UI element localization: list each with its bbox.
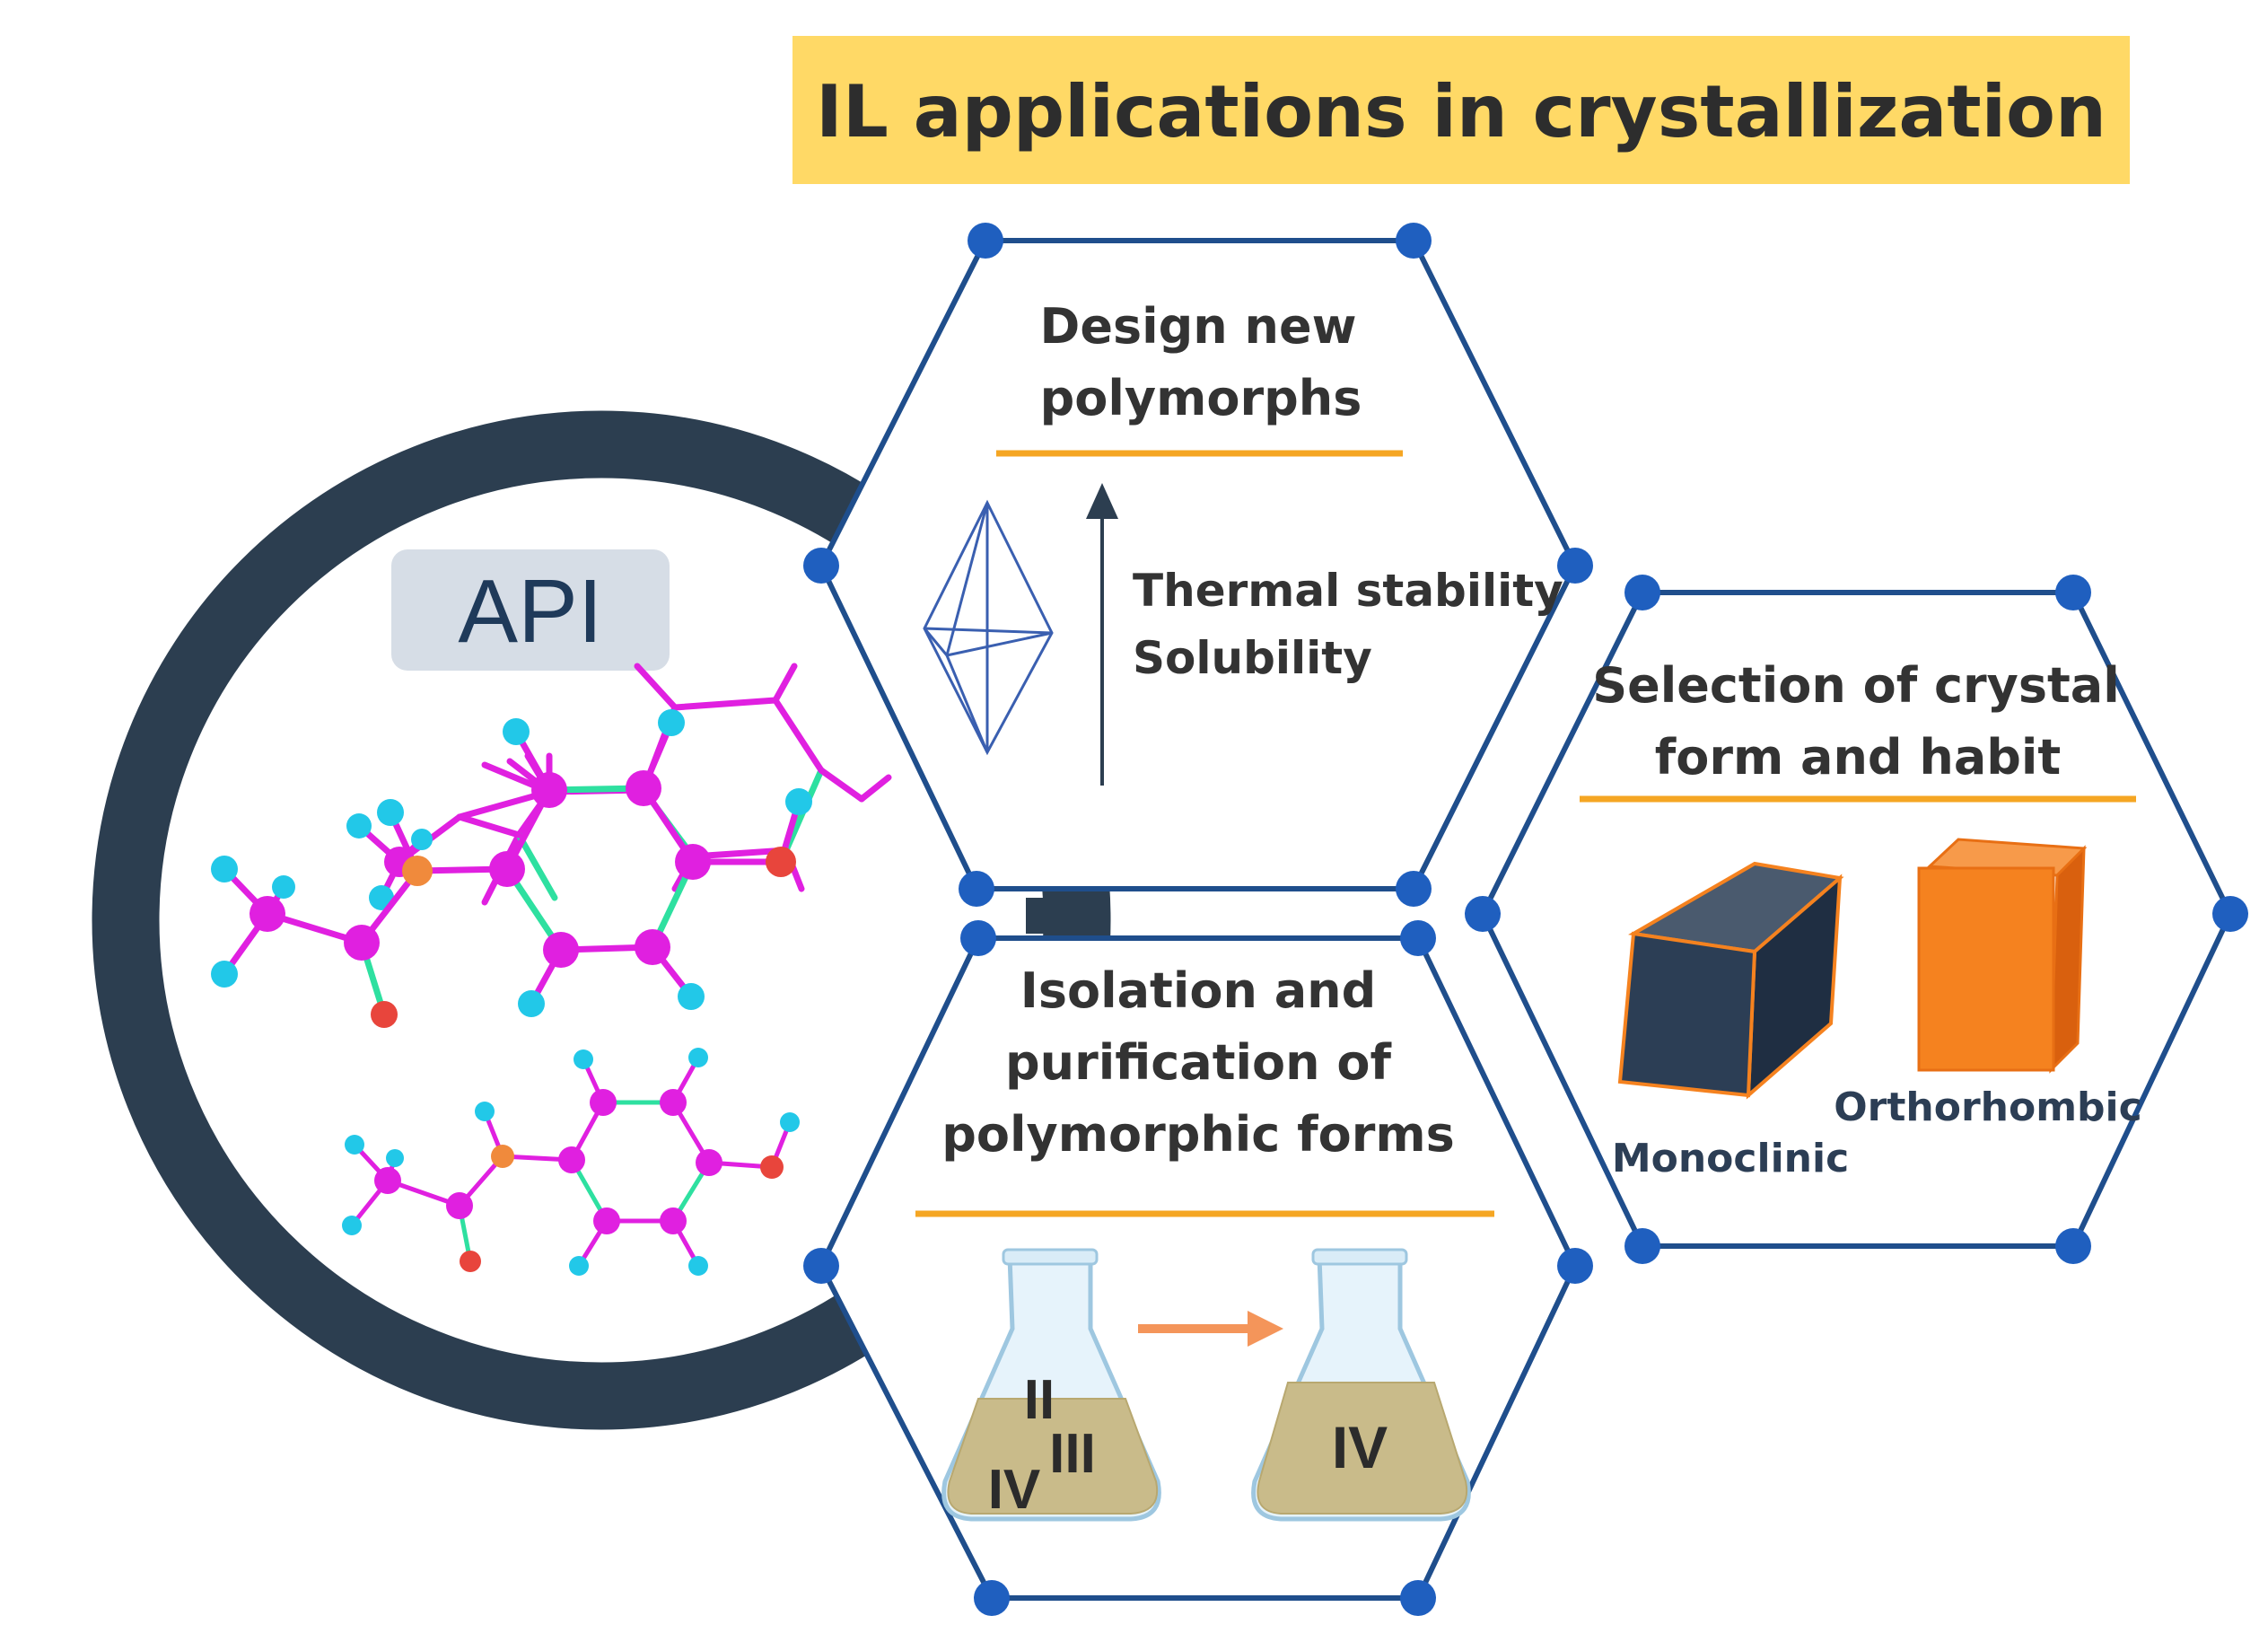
form-iv-right-label: IV bbox=[1332, 1414, 1388, 1480]
monoclinic-label: Monoclinic bbox=[1612, 1136, 1849, 1181]
right-arrow-icon bbox=[1248, 1311, 1283, 1347]
selection-title-line1: Selection of crystal bbox=[1592, 657, 2119, 714]
hexagon-isolation: Isolation and purification of polymorphi… bbox=[803, 920, 1593, 1616]
molecule-bottom-atoms bbox=[342, 1048, 800, 1276]
design-property-solubility: Solubility bbox=[1133, 632, 1372, 684]
hexagon-selection: Selection of crystal form and habit Mono… bbox=[1465, 575, 2248, 1264]
form-iii-label: III bbox=[1049, 1423, 1096, 1485]
molecule-top-atoms bbox=[211, 709, 812, 1028]
isolation-title-line3: polymorphic forms bbox=[941, 1106, 1455, 1163]
bipyramid-crystal-icon bbox=[923, 499, 1054, 756]
isolation-title-line2: purification of bbox=[1005, 1034, 1391, 1091]
flask-mixture-icon bbox=[941, 1248, 1161, 1522]
orthorhombic-label: Orthorhombic bbox=[1834, 1084, 2141, 1130]
form-iv-left-label: IV bbox=[988, 1459, 1041, 1521]
orthorhombic-crystal-icon bbox=[1917, 838, 2088, 1074]
figure-title: IL applications in crystallization bbox=[816, 70, 2106, 154]
design-title-line1: Design new bbox=[1040, 298, 1357, 355]
api-label-box bbox=[391, 549, 670, 671]
up-arrow-icon bbox=[1086, 483, 1118, 519]
selection-title-line2: form and habit bbox=[1655, 729, 2062, 786]
form-ii-label: II bbox=[1024, 1369, 1055, 1431]
design-property-thermal: Thermal stability bbox=[1133, 565, 1563, 617]
hex-connector bbox=[1026, 898, 1081, 934]
title-banner bbox=[792, 36, 2130, 184]
design-title-line2: polymorphs bbox=[1040, 370, 1362, 426]
monoclinic-crystal-icon bbox=[1617, 861, 1844, 1100]
isolation-title-line1: Isolation and bbox=[1020, 962, 1376, 1019]
flask-pure-icon bbox=[1251, 1248, 1471, 1522]
hexagon-design: Design new polymorphs Thermal stability … bbox=[803, 223, 1593, 907]
api-label: API bbox=[458, 561, 602, 662]
